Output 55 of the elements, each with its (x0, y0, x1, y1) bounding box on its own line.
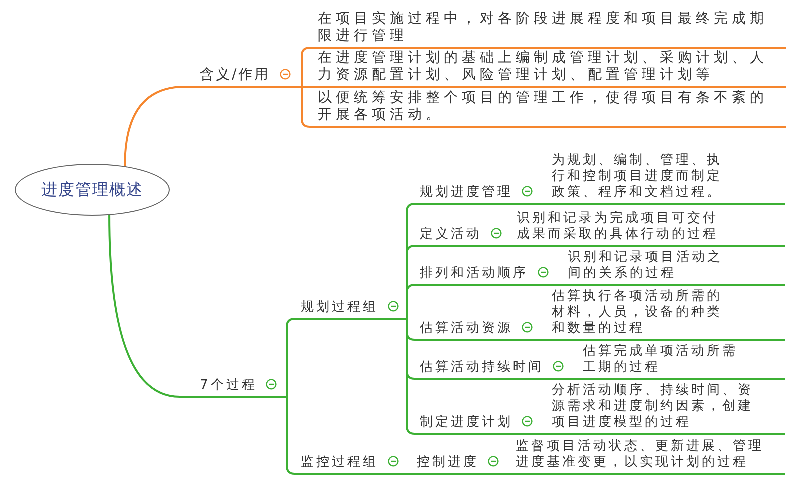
topic-text: 制定进度计划 (420, 414, 513, 431)
description-text: 识别和记录为完成项目可交付成果而采取的具体行动的过程 (517, 211, 720, 243)
description-text: 在进度管理计划的基础上编制成管理计划、采购计划、人力资源配置计划、风险管理计划、配置管理计划等 (318, 50, 769, 84)
branch-topic (180, 377, 287, 398)
description-topic (510, 439, 785, 475)
topic-text: 规划过程组 (301, 299, 378, 316)
description-text: 分析活动顺序、持续时间、资源需求和进度制约因素，创建项目进度模型的过程 (552, 383, 754, 431)
branch-topic (415, 414, 540, 435)
description-text: 以便统筹安排整个项目的管理工作，使得项目有条不紊的开展各项活动。 (318, 90, 769, 124)
branch-topic (185, 66, 302, 88)
branch-line (108, 215, 180, 398)
description-topic (560, 250, 785, 286)
branch-line (124, 86, 186, 166)
topic-text: 定义活动 (420, 226, 482, 243)
description-text: 估算执行各项活动所需的材料，人员，设备的种类和数量的过程 (552, 289, 724, 337)
branch-topic (415, 226, 509, 247)
description-text: 监督项目活动状态、更新进展、管理进度基准变更，以实现计划的过程 (516, 439, 765, 471)
description-topic (310, 90, 786, 128)
description-topic (544, 383, 785, 435)
description-topic (544, 289, 785, 341)
branch-line (509, 245, 513, 247)
branch-topic (415, 184, 540, 205)
description-topic (575, 344, 785, 380)
branch-line (556, 284, 560, 286)
branch-line (540, 433, 544, 435)
description-text: 估算完成单项活动所需工期的过程 (583, 344, 739, 376)
topic-text: 进度管理概述 (42, 180, 144, 200)
branch-line (407, 473, 412, 475)
description-text: 在项目实施过程中，对各阶段进展程度和项目最终完成期限进行管理 (318, 11, 769, 45)
branch-topic (412, 454, 506, 475)
branch-line (506, 473, 510, 475)
topic-text: 估算活动资源 (420, 320, 513, 337)
branch-topic (295, 454, 407, 475)
branch-topic (415, 265, 556, 286)
topic-text: 估算活动持续时间 (420, 359, 544, 376)
topic-text: 含义/作用 (200, 66, 271, 84)
description-topic (310, 11, 786, 49)
topic-text: 控制进度 (417, 454, 479, 471)
topic-text: 规划进度管理 (420, 184, 513, 201)
description-topic (544, 153, 785, 205)
branch-topic (295, 299, 407, 320)
topic-text: 监控过程组 (301, 454, 378, 471)
description-topic (513, 211, 785, 247)
topic-text: 7个过程 (200, 377, 258, 394)
branch-line (571, 378, 575, 380)
branch-line (406, 284, 416, 319)
branch-line (302, 86, 310, 88)
description-text: 为规划、编制、管理、执行和控制项目进度而制定政策、程序和文档过程。 (552, 153, 724, 201)
description-text: 识别和记录项目活动之间的关系的过程 (568, 250, 724, 282)
topic-text: 排列和活动顺序 (420, 265, 528, 282)
branch-line (540, 339, 544, 341)
branch-line (540, 203, 544, 205)
branch-topic (415, 320, 540, 341)
branch-topic (415, 359, 571, 380)
description-topic (310, 50, 786, 88)
